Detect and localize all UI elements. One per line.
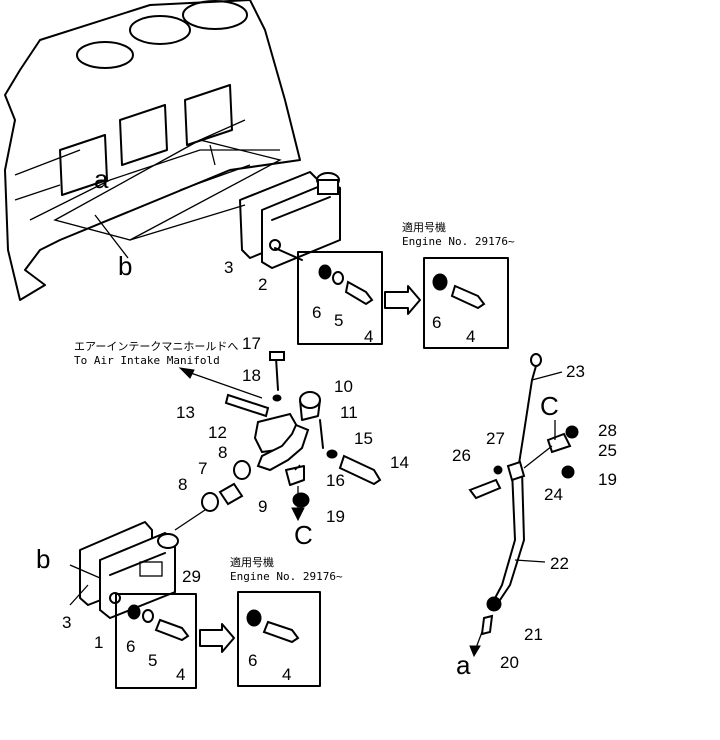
label-10: 10 <box>334 377 353 396</box>
label-9: 9 <box>258 497 267 516</box>
label-4-top: 4 <box>364 327 373 346</box>
bottom-replace-arrow <box>199 623 235 653</box>
label-5-bottom: 5 <box>148 651 157 670</box>
bottom-hardware-box <box>115 593 197 689</box>
label-19-right: 19 <box>598 470 617 489</box>
label-a-top: a <box>94 164 109 194</box>
label-6-top-new: 6 <box>432 313 441 332</box>
label-3-bottom: 3 <box>62 613 71 632</box>
label-13: 13 <box>176 403 195 422</box>
label-21: 21 <box>524 625 543 644</box>
note-applicability-top-jp: 適用号機 <box>402 220 446 234</box>
label-8-top: 8 <box>218 443 227 462</box>
label-16: 16 <box>326 471 345 490</box>
note-engine-no-top: Engine No. 29176~ <box>402 235 515 248</box>
label-14: 14 <box>390 453 409 472</box>
label-6-top: 6 <box>312 303 321 322</box>
label-28: 28 <box>598 421 617 440</box>
label-c-mid: C <box>294 520 313 550</box>
label-25: 25 <box>598 441 617 460</box>
label-4-bottom-new: 4 <box>282 665 291 684</box>
top-replace-arrow <box>384 285 421 315</box>
middle-piping <box>174 351 382 531</box>
note-air-intake-jp: エアーインテークマニホールドへ <box>74 340 238 353</box>
label-4-top-new: 4 <box>466 327 475 346</box>
label-c-right: C <box>540 391 559 421</box>
part-labels: a b 3 2 6 5 4 6 4 17 18 10 11 13 12 15 8… <box>36 164 617 684</box>
label-29: 29 <box>182 567 201 586</box>
top-oil-cooler-assembly <box>239 171 341 270</box>
note-engine-no-bottom: Engine No. 29176~ <box>230 570 343 583</box>
top-gasket-outline <box>53 119 282 259</box>
top-new-hardware-box <box>423 257 509 349</box>
note-applicability-bottom-jp: 適用号機 <box>230 555 274 569</box>
label-6-bottom: 6 <box>126 637 135 656</box>
label-4-bottom: 4 <box>176 665 185 684</box>
label-7: 7 <box>198 459 207 478</box>
label-11: 11 <box>340 403 358 422</box>
label-18: 18 <box>242 366 261 385</box>
label-20: 20 <box>500 653 519 672</box>
note-air-intake-en: To Air Intake Manifold <box>74 354 220 367</box>
label-24: 24 <box>544 485 563 504</box>
bottom-new-hardware-box <box>237 591 321 687</box>
label-23: 23 <box>566 362 585 381</box>
label-2: 2 <box>258 275 267 294</box>
label-15: 15 <box>354 429 373 448</box>
label-a-bottom: a <box>456 650 471 680</box>
label-19-mid: 19 <box>326 507 345 526</box>
top-hardware-box <box>274 247 383 345</box>
bottom-oil-cooler-assembly <box>69 521 179 620</box>
label-8-lower: 8 <box>178 475 187 494</box>
label-17: 17 <box>242 334 261 353</box>
dipstick-assembly <box>468 353 579 658</box>
label-5-top: 5 <box>334 311 343 330</box>
label-27: 27 <box>486 429 505 448</box>
annotations: 適用号機 Engine No. 29176~ エアーインテークマニホールドへ T… <box>74 220 515 583</box>
label-3-top: 3 <box>224 258 233 277</box>
label-b-top: b <box>118 251 132 281</box>
label-6-bottom-new: 6 <box>248 651 257 670</box>
label-22: 22 <box>550 554 569 573</box>
label-12: 12 <box>208 423 227 442</box>
label-1: 1 <box>94 633 103 652</box>
label-b-bottom: b <box>36 544 50 574</box>
label-26: 26 <box>452 446 471 465</box>
